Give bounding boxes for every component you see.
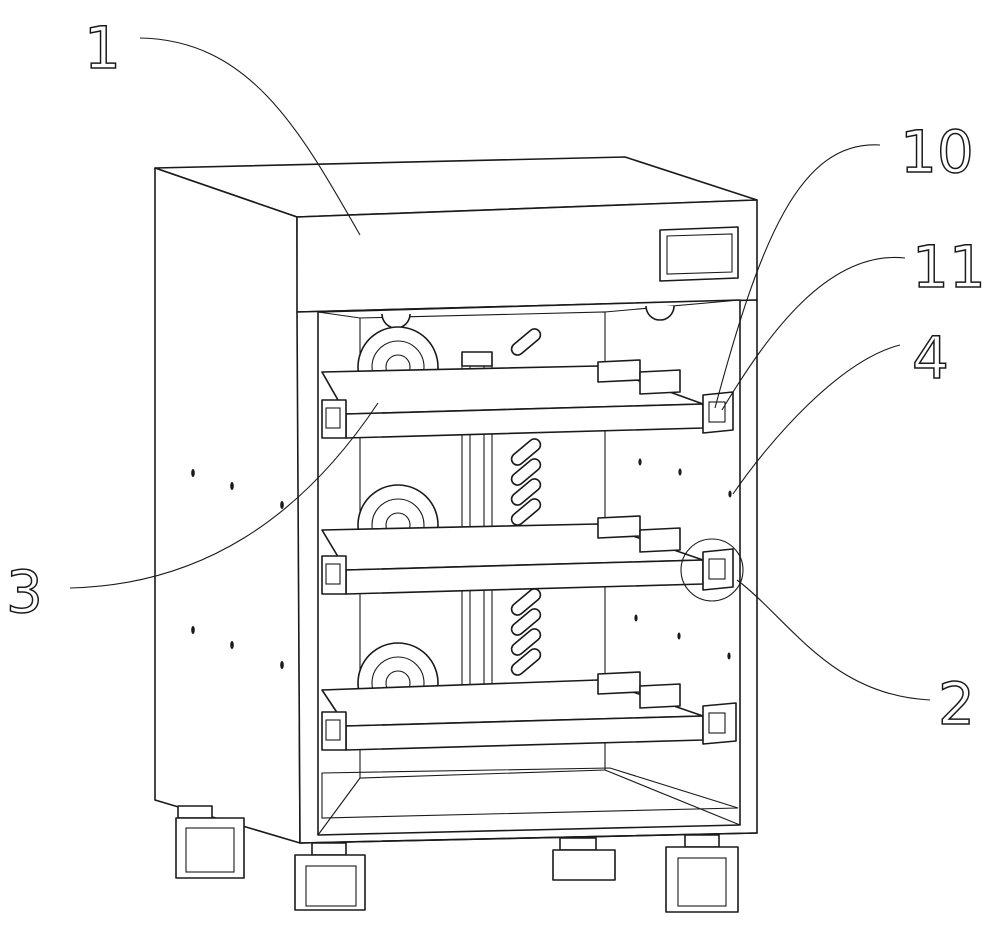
label-10: 10	[900, 118, 974, 186]
caster-back-left	[175, 805, 245, 879]
cabinet-left-side	[154, 167, 301, 844]
label-11: 11	[912, 233, 986, 301]
top-notch-right	[645, 305, 675, 321]
detail-circle	[680, 538, 744, 602]
diagonal-slots	[510, 328, 542, 676]
label-4: 4	[912, 324, 949, 392]
leader-lines	[69, 37, 931, 701]
shelf-top	[321, 359, 734, 439]
cabinet-floor	[321, 767, 739, 819]
leader-10	[714, 144, 881, 409]
leader-1	[139, 37, 361, 236]
label-2: 2	[938, 670, 975, 738]
leader-11	[721, 256, 906, 411]
caster-back-right	[552, 837, 616, 881]
leader-3	[69, 402, 379, 589]
right-wall-dots	[634, 458, 732, 660]
leader-2	[736, 579, 931, 701]
caster-front-right	[665, 834, 739, 913]
label-1: 1	[84, 14, 121, 82]
shelf-bottom	[321, 671, 737, 751]
leader-4	[732, 344, 901, 495]
label-3: 3	[6, 558, 43, 626]
caster-front-left	[294, 842, 366, 911]
shelf-middle	[321, 515, 734, 595]
display-screen	[659, 226, 739, 282]
clamp-bottom-right	[702, 702, 737, 745]
clamp-middle-right	[702, 548, 734, 591]
left-side-dots	[191, 469, 284, 669]
